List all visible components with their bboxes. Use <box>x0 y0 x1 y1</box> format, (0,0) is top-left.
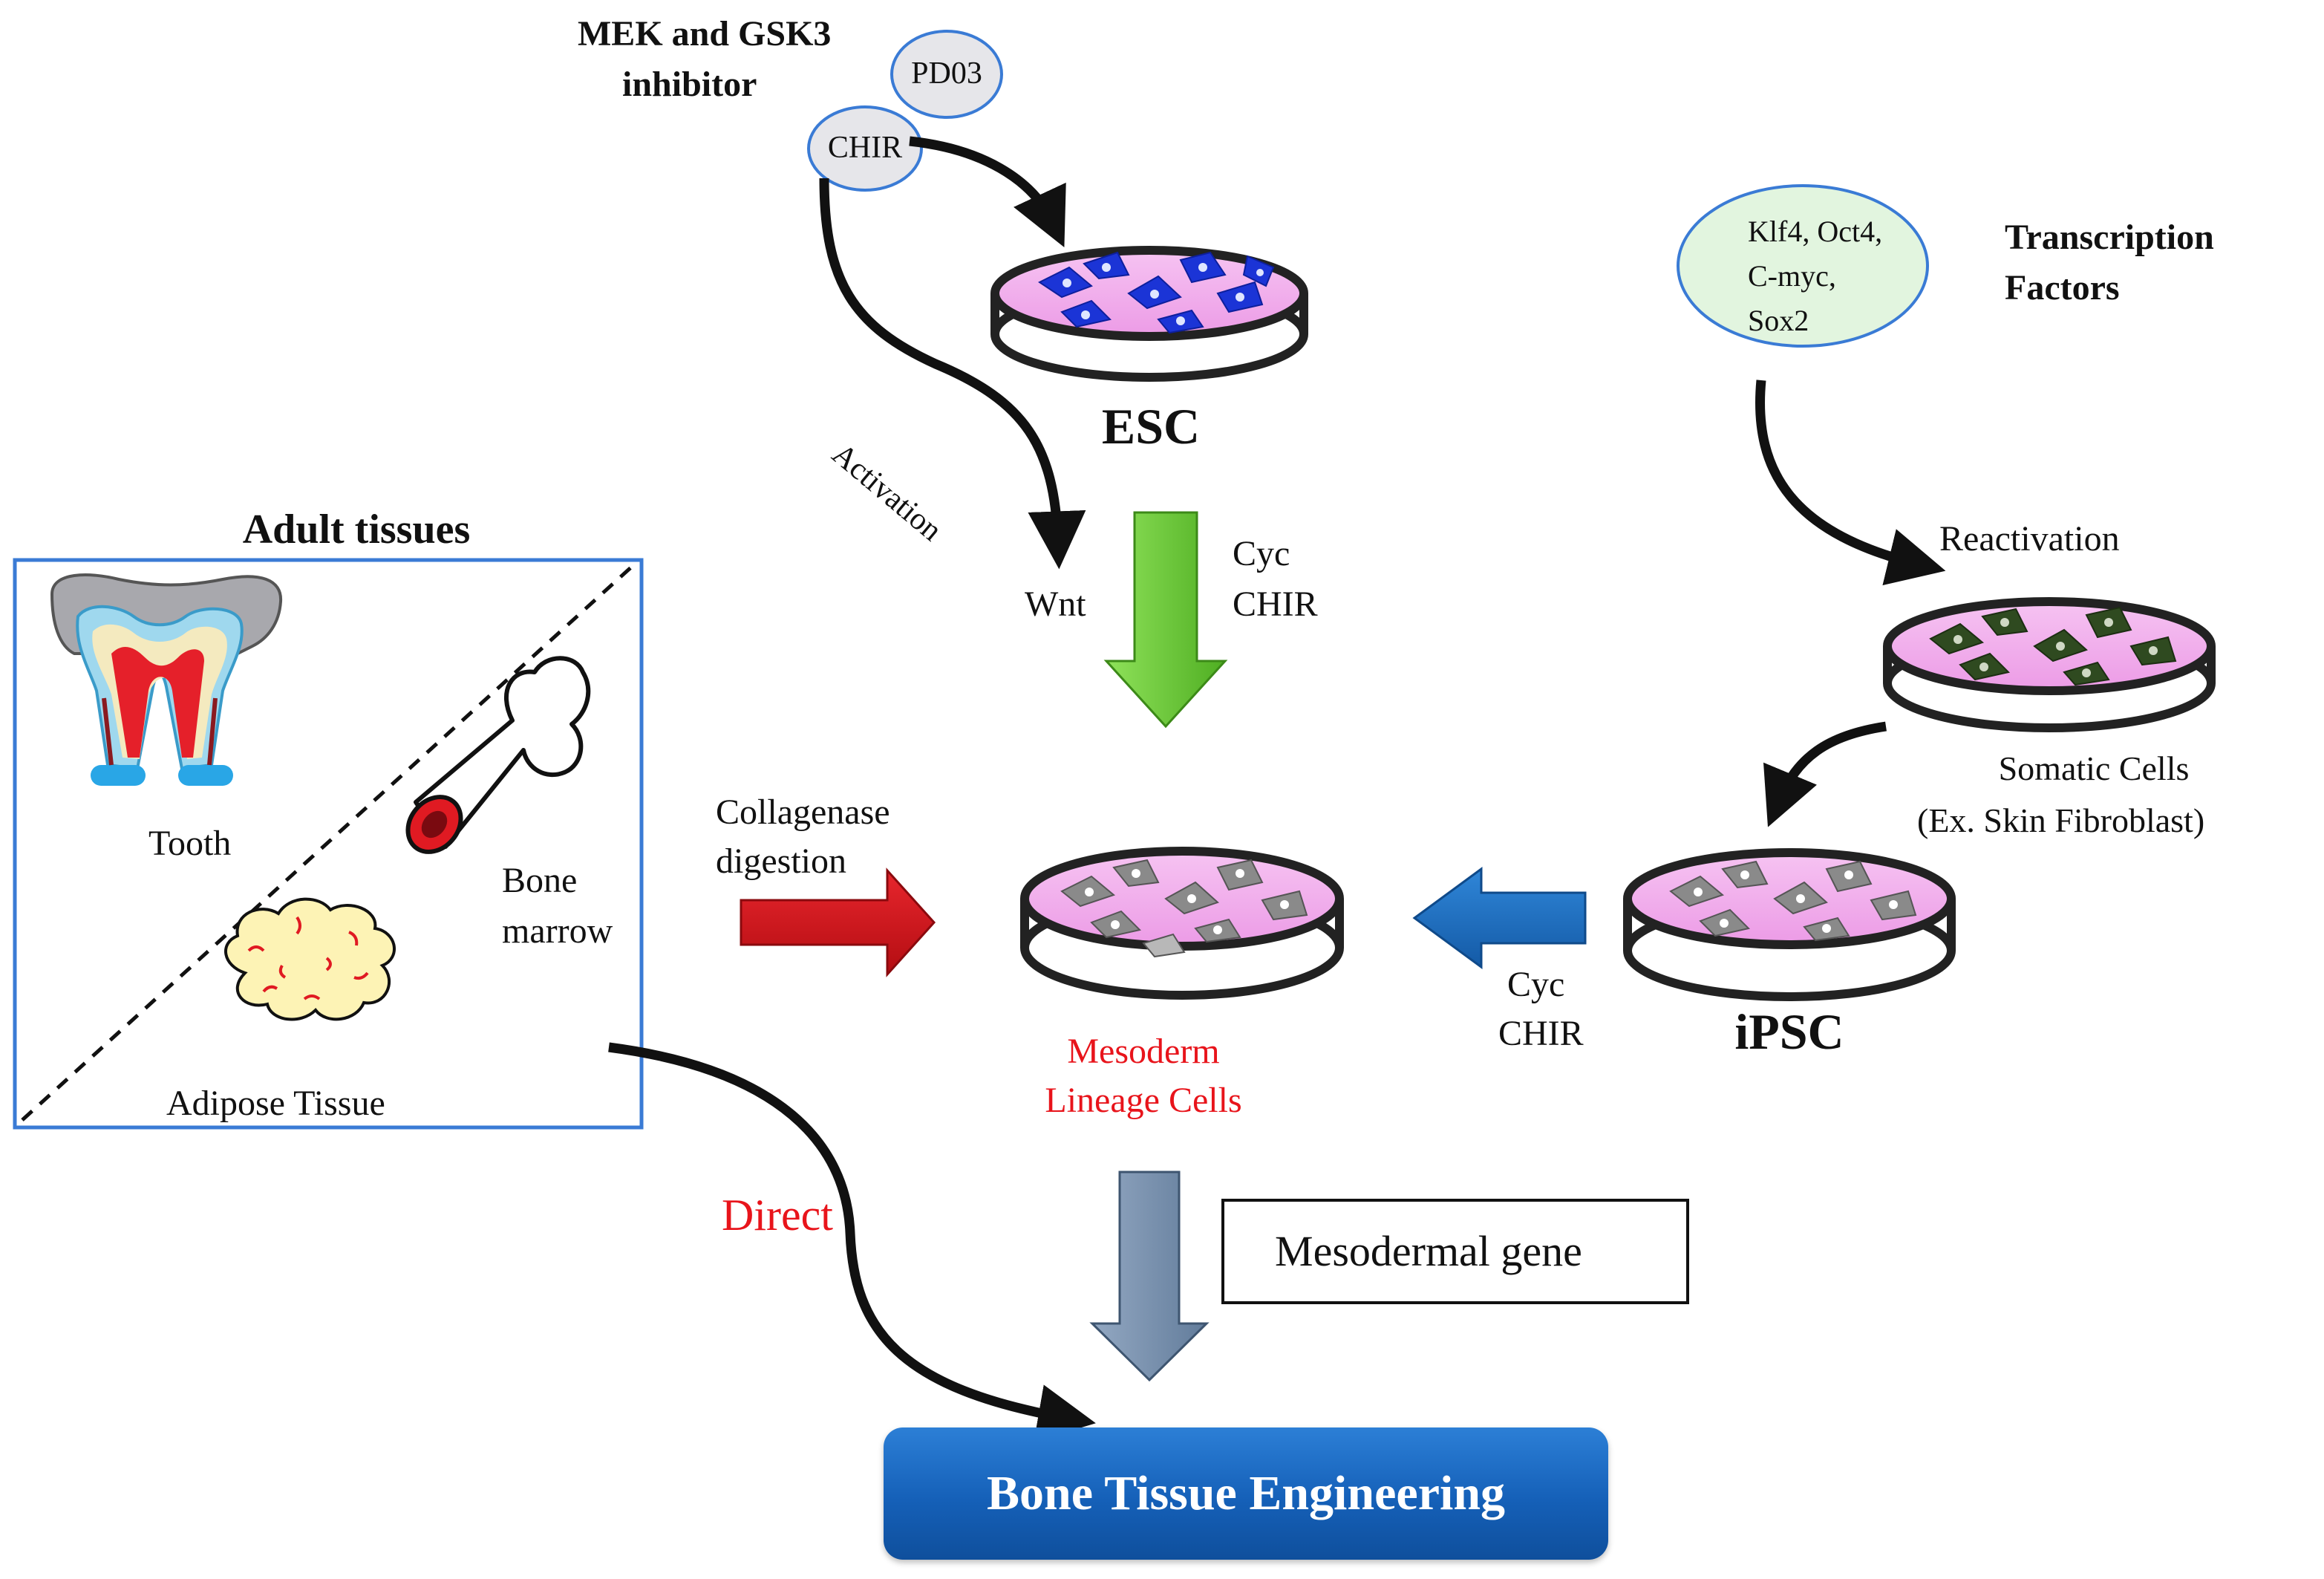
chir-to-esc-arrow <box>909 136 1066 247</box>
esc-dish <box>990 246 1308 382</box>
tf-factors-line2: C-myc, <box>1748 259 1836 293</box>
direct-label: Direct <box>722 1191 833 1240</box>
cyc-top-line1: Cyc <box>1233 534 1290 573</box>
cyc-right-line1: Cyc <box>1507 965 1565 1004</box>
esc-label: ESC <box>1101 398 1201 455</box>
red-arrow <box>740 867 936 977</box>
tf-title-line1: Transcription <box>2005 218 2214 257</box>
bone-illustration <box>405 656 591 854</box>
mesodermal-gene-label: Mesodermal gene <box>1275 1227 1582 1275</box>
green-arrow <box>1103 511 1228 729</box>
adipose-illustration <box>224 897 396 1021</box>
pd03-label: PD03 <box>911 56 982 91</box>
wnt-label: Wnt <box>1025 585 1086 624</box>
inhibitor-title-line2: inhibitor <box>622 65 757 104</box>
chir-ellipse <box>807 105 923 192</box>
mesoderm-dish <box>1020 847 1344 1000</box>
bone-tissue-engineering-label: Bone Tissue Engineering <box>986 1466 1506 1520</box>
adult-tissues-title: Adult tissues <box>242 507 471 553</box>
tf-title-line2: Factors <box>2005 268 2120 307</box>
somatic-dish <box>1883 597 2216 732</box>
chir-label: CHIR <box>827 131 903 165</box>
blue-arrow <box>1412 867 1587 969</box>
chir-top-line2: CHIR <box>1233 585 1318 624</box>
reactivation-label: Reactivation <box>1939 519 2120 559</box>
somatic-line1: Somatic Cells <box>1998 749 2190 787</box>
direct-arrow <box>608 1042 1096 1442</box>
collagenase-line2: digestion <box>716 841 846 881</box>
tooth-label: Tooth <box>148 824 232 863</box>
mesoderm-line1: Mesoderm <box>1067 1032 1220 1071</box>
gray-arrow <box>1089 1171 1210 1382</box>
collagenase-line1: Collagenase <box>716 792 890 832</box>
tooth-illustration <box>50 573 283 786</box>
mesodermal-gene-box: Mesodermal gene <box>1221 1199 1689 1304</box>
ipsc-label: iPSC <box>1734 1003 1844 1060</box>
inhibitor-title-line1: MEK and GSK3 <box>578 14 832 53</box>
bone-label-line2: marrow <box>502 911 613 951</box>
somatic-to-ipsc-arrow <box>1763 721 1887 827</box>
pd03-ellipse <box>890 30 1003 119</box>
ipsc-dish <box>1623 848 1956 1001</box>
bone-tissue-engineering-box: Bone Tissue Engineering <box>884 1427 1608 1560</box>
tf-factors-line1: Klf4, Oct4, <box>1748 215 1883 248</box>
tf-ellipse <box>1677 184 1929 348</box>
somatic-line2: (Ex. Skin Fibroblast) <box>1917 801 2205 839</box>
reactivation-arrow <box>1755 380 1946 586</box>
bone-label-line1: Bone <box>502 861 578 900</box>
mesoderm-line2: Lineage Cells <box>1045 1081 1242 1120</box>
diagonal-divider <box>21 564 634 1121</box>
chir-right-line2: CHIR <box>1498 1014 1584 1053</box>
adipose-label: Adipose Tissue <box>166 1084 385 1123</box>
activation-arrow <box>819 178 1086 570</box>
tf-factors-line3: Sox2 <box>1748 304 1809 337</box>
